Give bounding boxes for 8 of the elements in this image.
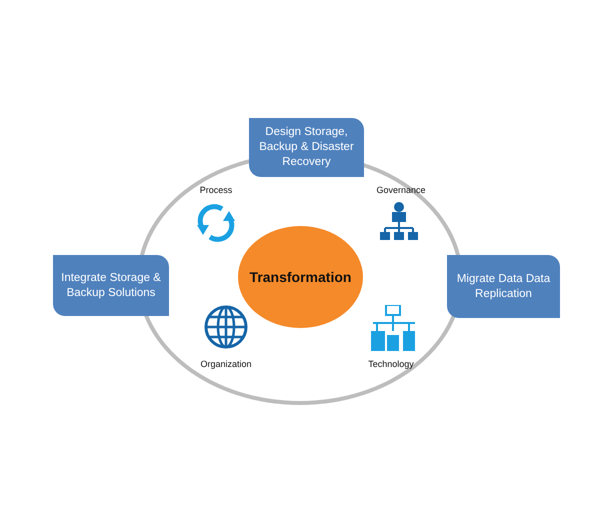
step-box: Design Storage, Backup & Disaster Recovery (249, 118, 364, 177)
center-ellipse: Transformation (238, 226, 363, 328)
category-label: Organization (199, 359, 253, 369)
category-label: Governance (375, 185, 427, 195)
step-box: Integrate Storage & Backup Solutions (53, 255, 169, 316)
category-label: Technology (367, 359, 415, 369)
category-label: Process (198, 185, 234, 195)
step-box: Migrate Data Data Replication (447, 255, 560, 318)
